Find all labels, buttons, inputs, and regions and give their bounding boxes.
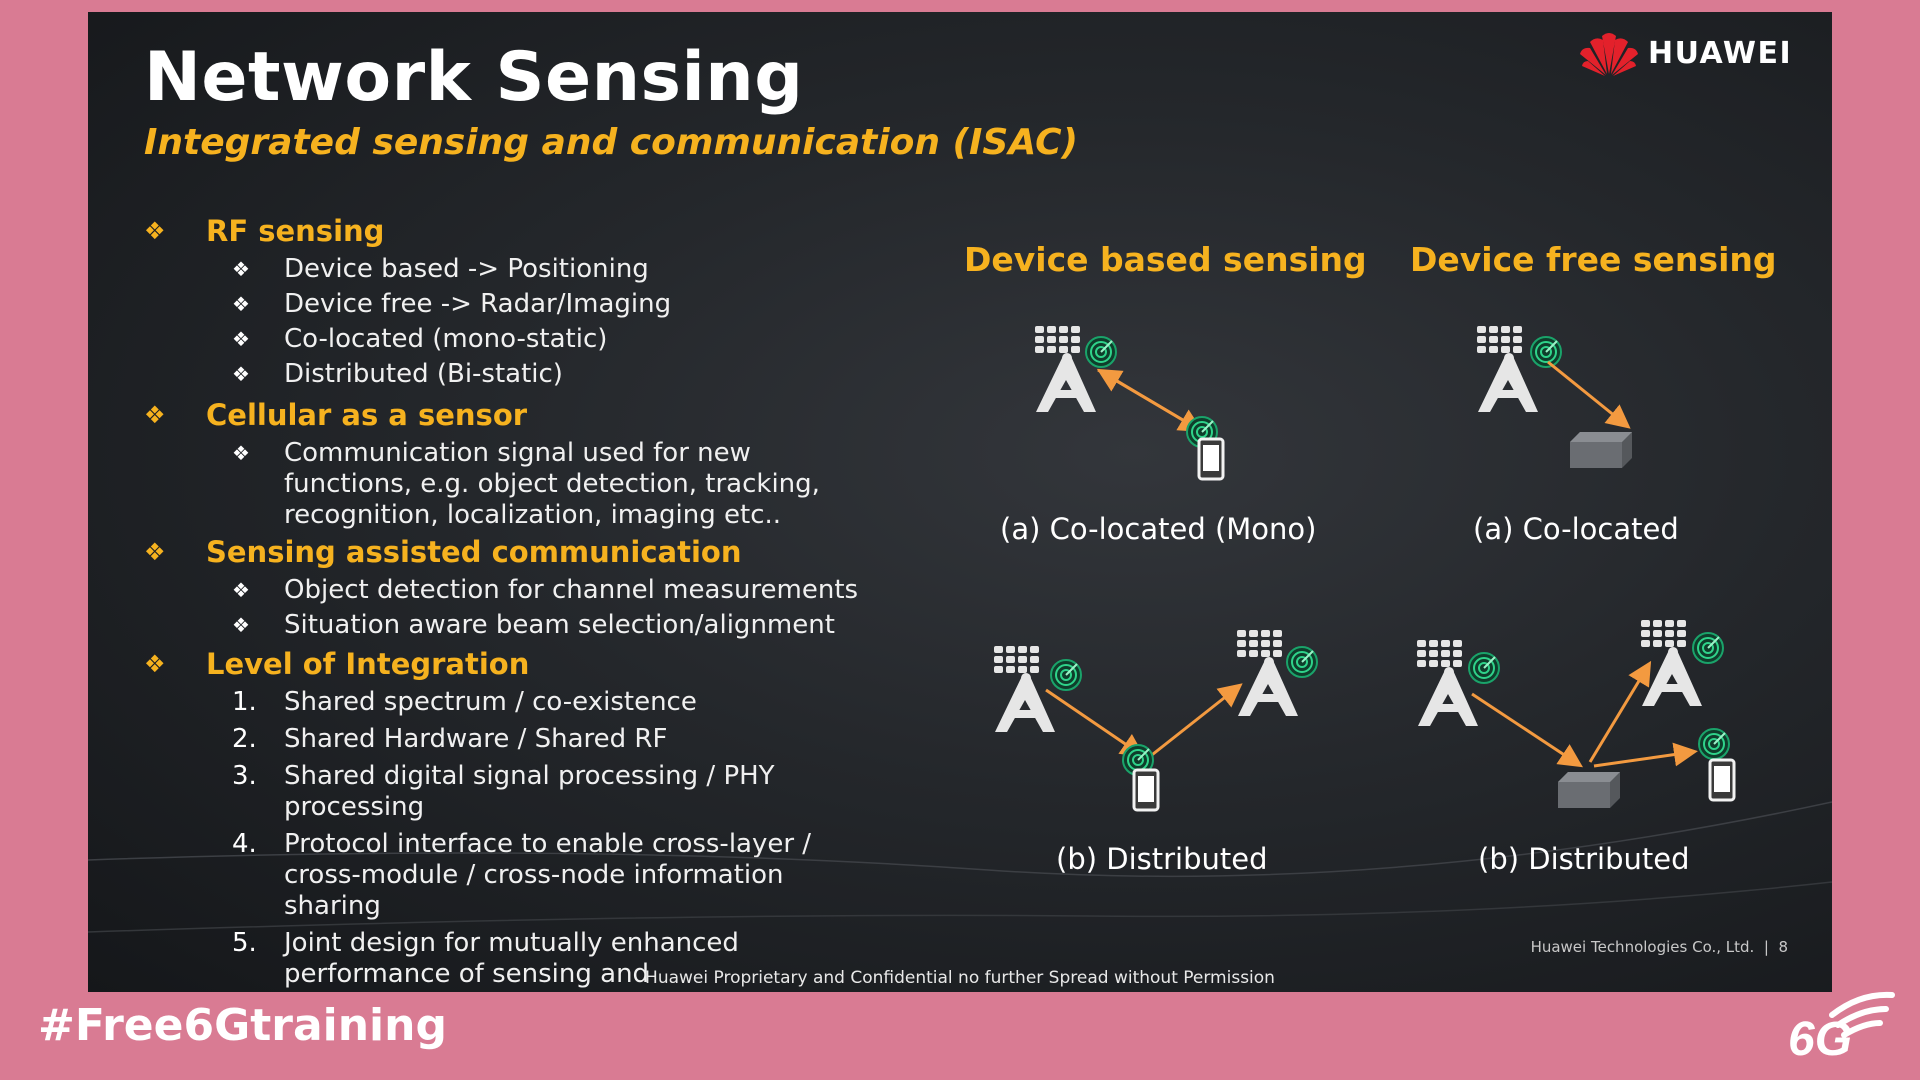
diamond-bullet-icon: ❖ <box>144 538 166 566</box>
list-item: Shared Hardware / Shared RF <box>284 724 668 754</box>
tower-icon <box>1641 620 1702 706</box>
list-item: Co-located (mono-static) <box>284 324 608 354</box>
diamond-bullet-icon: ❖ <box>232 441 250 465</box>
signal-icon <box>1085 336 1117 368</box>
section-heading: Level of Integration <box>206 647 530 681</box>
list-item: Joint design for mutually enhanced perfo… <box>284 928 739 992</box>
device-based-title: Device based sensing <box>964 240 1367 279</box>
list-item: Shared digital signal processing / PHY p… <box>284 761 775 822</box>
list-item: Distributed (Bi-static) <box>284 359 563 389</box>
sensing-link <box>1588 660 1652 763</box>
diamond-bullet-icon: ❖ <box>232 292 250 316</box>
list-item: Protocol interface to enable cross-layer… <box>284 829 812 921</box>
phone-icon <box>1197 437 1225 481</box>
caption-device-based-distributed: (b) Distributed <box>1056 842 1268 876</box>
diamond-bullet-icon: ❖ <box>232 578 250 602</box>
sensing-link <box>1471 692 1584 768</box>
caption-device-based-colocated: (a) Co-located (Mono) <box>1000 512 1317 546</box>
diamond-bullet-icon: ❖ <box>144 217 166 245</box>
section-rf-sensing: ❖ RF sensing ❖ Device based -> Positioning… <box>144 214 864 390</box>
slide: Network Sensing Integrated sensing and c… <box>88 12 1832 992</box>
signal-icon <box>1468 652 1500 684</box>
list-number: 4. <box>232 829 257 859</box>
phone-icon <box>1708 758 1736 802</box>
sensing-link <box>1147 683 1243 760</box>
background-wave <box>88 881 1832 933</box>
huawei-petal-icon <box>1580 33 1638 76</box>
tower-icon <box>1477 326 1538 412</box>
diamond-bullet-icon: ❖ <box>232 257 250 281</box>
section-level-of-integration: ❖ Level of Integration 1. Shared spectrum … <box>144 647 864 992</box>
section-heading: Sensing assisted communication <box>206 535 742 569</box>
footer-confidential: Huawei Proprietary and Confidential no f… <box>645 968 1275 988</box>
caption-device-free-colocated: (a) Co-located <box>1473 512 1679 546</box>
footer-company-page: Huawei Technologies Co., Ltd. | 8 <box>1530 938 1788 956</box>
list-number: 1. <box>232 687 257 717</box>
section-cellular-as-sensor: ❖ Cellular as a sensor ❖ Communication sig… <box>144 398 864 531</box>
sensing-link <box>1593 742 1698 768</box>
slide-title: Network Sensing <box>144 38 804 117</box>
signal-icon <box>1286 646 1318 678</box>
list-item: Communication signal used for new functi… <box>284 438 820 530</box>
hashtag: #Free6Gtraining <box>38 1000 447 1051</box>
diamond-bullet-icon: ❖ <box>232 362 250 386</box>
section-heading: RF sensing <box>206 214 385 248</box>
list-item: Device free -> Radar/Imaging <box>284 289 672 319</box>
list-item: Shared spectrum / co-existence <box>284 687 697 717</box>
signal-icon <box>1050 659 1082 691</box>
diamond-bullet-icon: ❖ <box>232 327 250 351</box>
sensing-link <box>1096 368 1199 431</box>
6g-logo: 6G <box>1780 985 1900 1066</box>
list-item: Situation aware beam selection/alignment <box>284 610 835 640</box>
phone-icon <box>1132 768 1160 812</box>
signal-icon <box>1698 728 1730 760</box>
caption-device-free-distributed: (b) Distributed <box>1478 842 1690 876</box>
object-box-icon <box>1570 432 1632 468</box>
tower-icon <box>1417 640 1478 726</box>
tower-icon <box>994 646 1055 732</box>
brand-name: HUAWEI <box>1648 35 1793 71</box>
sensing-link <box>1547 360 1631 429</box>
device-free-title: Device free sensing <box>1410 240 1777 279</box>
list-number: 2. <box>232 724 257 754</box>
signal-icon <box>1692 632 1724 664</box>
tower-icon <box>1035 326 1096 412</box>
6g-logo-text: 6G <box>1788 1013 1852 1061</box>
sensing-link <box>1045 688 1145 758</box>
signal-icon <box>1530 336 1562 368</box>
background-wave <box>88 801 1832 878</box>
slide-subtitle: Integrated sensing and communication (IS… <box>144 122 1078 163</box>
tower-icon <box>1237 630 1298 716</box>
section-sensing-assisted: ❖ Sensing assisted communication ❖ Object … <box>144 535 864 641</box>
6g-wave-icon: 6G <box>1788 991 1895 1066</box>
diamond-bullet-icon: ❖ <box>232 613 250 637</box>
list-number: 5. <box>232 928 257 958</box>
list-item: Object detection for channel measurement… <box>284 575 859 605</box>
list-number: 3. <box>232 761 257 791</box>
isac-diagrams <box>88 326 1832 933</box>
list-item: Device based -> Positioning <box>284 254 649 284</box>
section-heading: Cellular as a sensor <box>206 398 528 432</box>
object-box-icon <box>1558 772 1620 808</box>
diamond-bullet-icon: ❖ <box>144 650 166 678</box>
diamond-bullet-icon: ❖ <box>144 401 166 429</box>
huawei-logo: HUAWEI <box>1578 30 1792 76</box>
